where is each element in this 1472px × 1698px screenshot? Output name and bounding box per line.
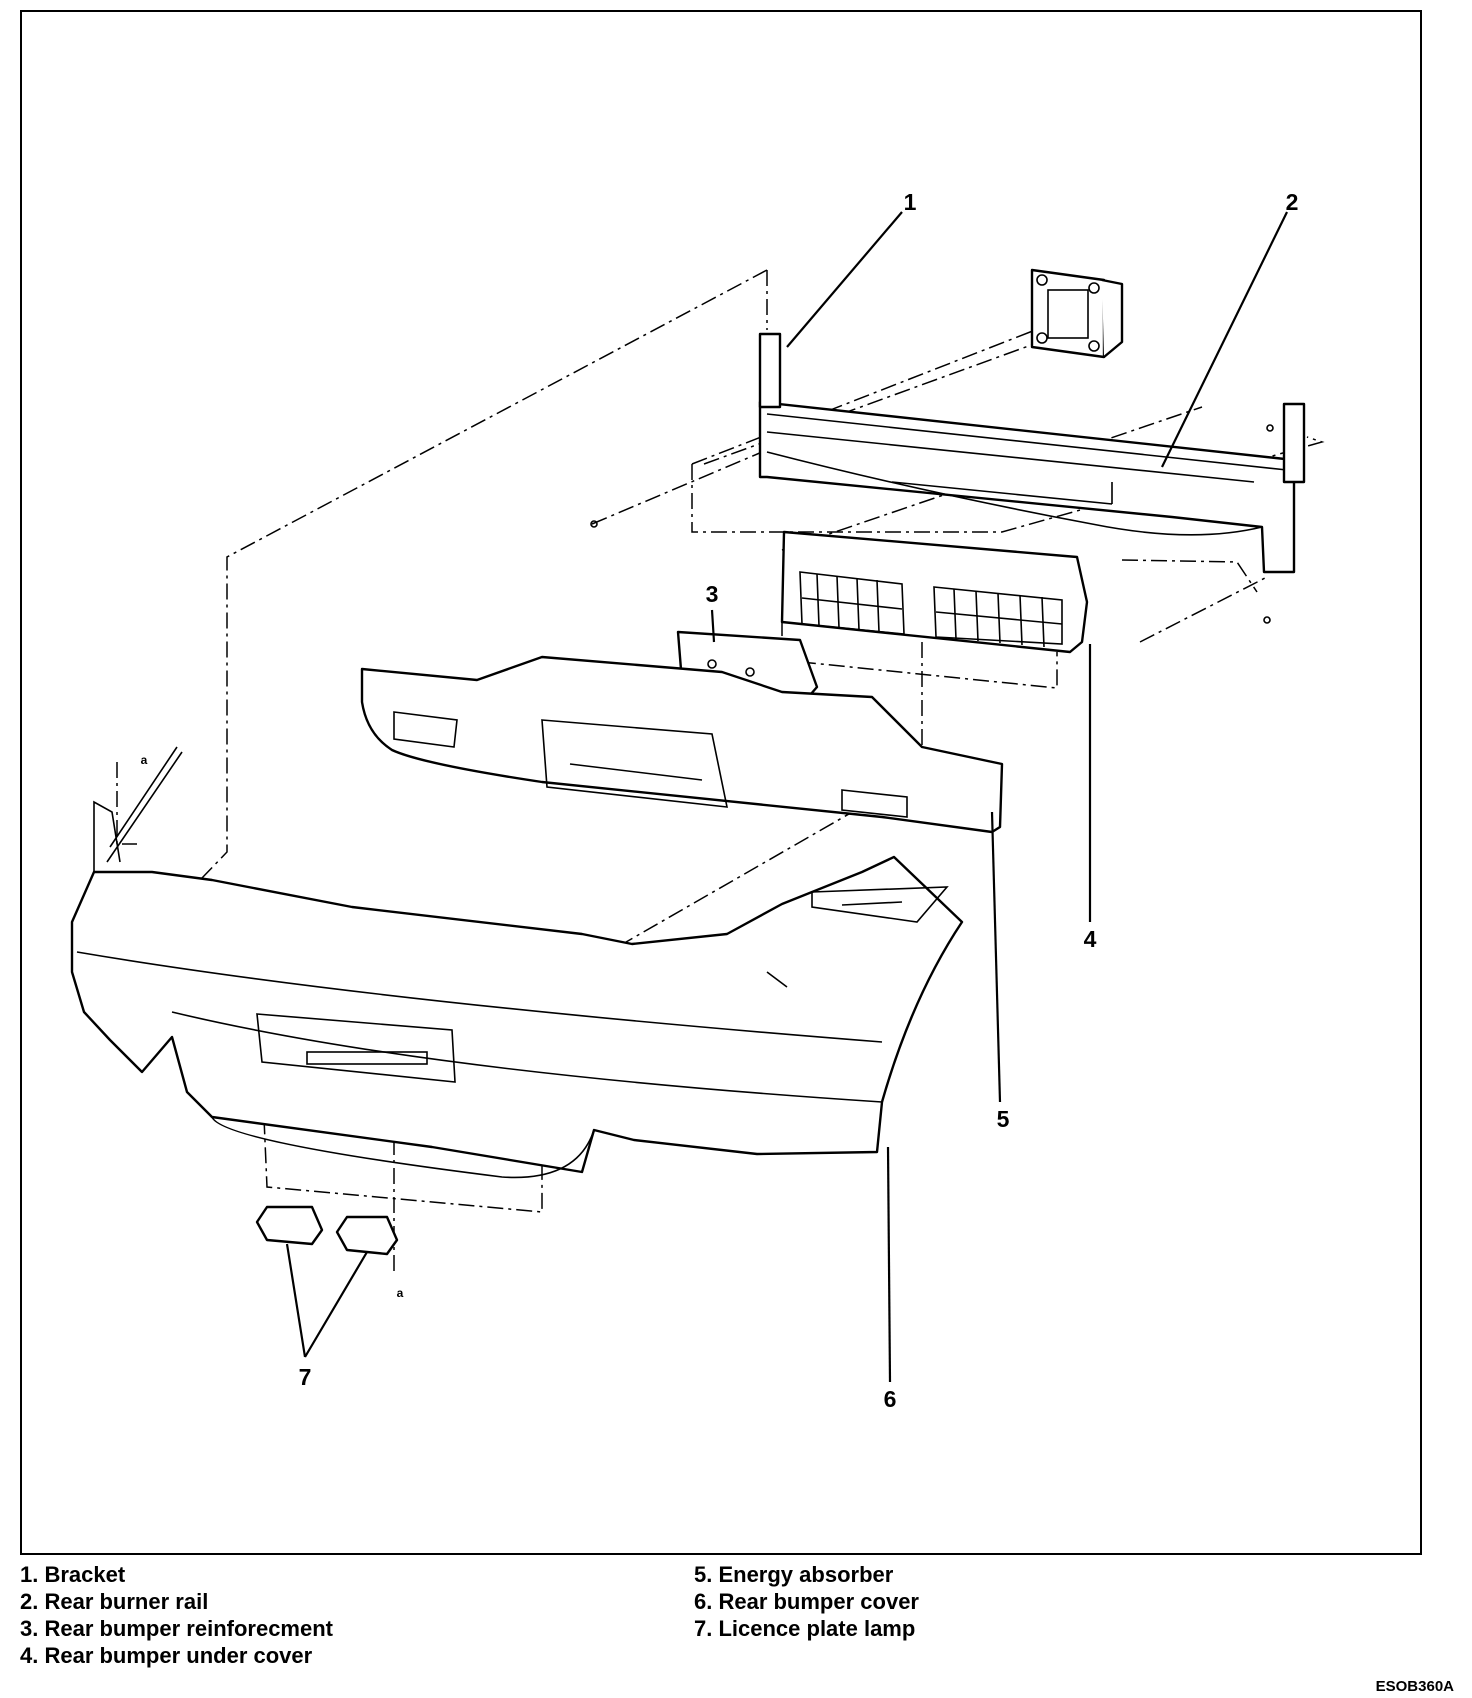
rear-bumper-rail [590, 332, 1306, 624]
callout-3: 3 [706, 581, 719, 607]
callout-6: 6 [884, 1386, 897, 1412]
callout-2: 2 [1286, 189, 1299, 215]
callout-7: 7 [299, 1364, 312, 1390]
rear-bumper-under-cover [780, 530, 1089, 654]
legend-left: 1. Bracket 2. Rear burner rail 3. Rear b… [20, 1561, 333, 1669]
legend-item-rear-bumper-under-cover: 4. Rear bumper under cover [20, 1643, 313, 1668]
callout-labels: 1 2 3 4 5 6 7 a a [141, 189, 1299, 1412]
legend-item-licence-plate-lamp: 7. Licence plate lamp [694, 1616, 916, 1641]
energy-absorber [360, 655, 1004, 834]
callout-a-top: a [141, 753, 148, 767]
bracket [1030, 268, 1124, 359]
callout-4: 4 [1084, 926, 1097, 952]
callout-1: 1 [904, 189, 917, 215]
rear-bumper-cover [70, 746, 964, 1179]
exploded-view-diagram: 1 2 3 4 5 6 7 a a [70, 189, 1325, 1412]
callout-a-bottom: a [397, 1286, 404, 1300]
legend-item-rear-burner-rail: 2. Rear burner rail [20, 1589, 209, 1614]
legend-right: 5. Energy absorber 6. Rear bumper cover … [694, 1561, 919, 1642]
legend-item-bracket: 1. Bracket [20, 1562, 126, 1587]
licence-plate-lamps [255, 1205, 399, 1256]
callout-5: 5 [997, 1106, 1010, 1132]
leader-lines [285, 211, 1288, 1383]
figure-code: ESOB360A [1375, 1678, 1454, 1695]
legend-item-energy-absorber: 5. Energy absorber [694, 1562, 894, 1587]
legend-item-rear-bumper-reinforcement: 3. Rear bumper reinforecment [20, 1616, 333, 1641]
diagram-frame: 1 2 3 4 5 6 7 a a [20, 10, 1422, 1555]
legend-item-rear-bumper-cover: 6. Rear bumper cover [694, 1589, 919, 1614]
